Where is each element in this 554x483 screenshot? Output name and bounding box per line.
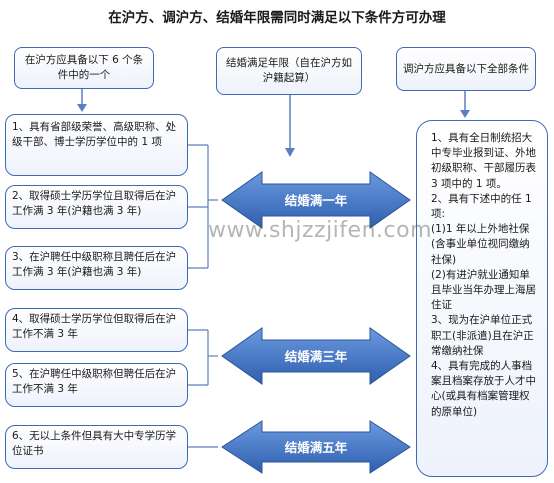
double-arrow-five-years: 结婚满五年 [221, 420, 411, 474]
left-condition-3-text: 3、在沪聘任中级职称且聘任后在沪工作满 3 年(沪籍也满 3 年) [12, 251, 177, 278]
arrow-label-three-years: 结婚满三年 [285, 349, 348, 364]
right-condition-2-2: (2)有进沪就业通知单且毕业当年办理上海居住证 [431, 268, 536, 312]
left-condition-1: 1、具有省部级荣誉、高级职称、处级干部、博士学历学位中的 1 项 [5, 114, 188, 176]
left-condition-4-text: 4、取得硕士学历学位但取得后在沪工作不满 3 年 [12, 313, 177, 340]
left-header-box: 在沪方应具备以下 6 个条件中的一个 [14, 47, 154, 89]
left-condition-4: 4、取得硕士学历学位但取得后在沪工作不满 3 年 [5, 308, 188, 352]
right-conditions-box: 1、具有全日制统招大中专毕业报到证、外地初级职称、干部履历表 3 项中的 1 项… [416, 120, 548, 477]
right-condition-4: 4、具有完成的人事档案且档案存放于人才中心(或具有档案管理权的原单位) [431, 360, 536, 418]
arrow-label-one-year: 结婚满一年 [285, 193, 348, 208]
right-header-box: 调沪方应具备以下全部条件 [396, 47, 536, 91]
double-arrow-one-year: 结婚满一年 [221, 171, 411, 229]
left-condition-2: 2、取得硕士学历学位且取得后在沪工作满 3 年(沪籍也满 3 年) [5, 185, 188, 229]
middle-header-arrowhead [285, 148, 295, 157]
right-header-arrowhead [460, 110, 470, 118]
left-condition-6: 6、无以上条件但具有大中专学历学位证书 [5, 425, 188, 469]
arrow-label-five-years: 结婚满五年 [285, 440, 348, 455]
double-arrow-three-years: 结婚满三年 [221, 327, 411, 385]
middle-header-text: 结婚满足年限（自在沪方如沪籍起算） [226, 57, 352, 84]
left-condition-1-text: 1、具有省部级荣誉、高级职称、处级干部、博士学历学位中的 1 项 [12, 121, 177, 148]
page-title: 在沪方、调沪方、结婚年限需同时满足以下条件方可办理 [108, 10, 446, 26]
right-condition-2: 2、具有下述中的任 1 项: [431, 192, 532, 221]
left-header-arrowhead [77, 104, 87, 112]
middle-header-box: 结婚满足年限（自在沪方如沪籍起算） [216, 47, 362, 95]
watermark: www.shjzzjifen.com [208, 218, 432, 243]
left-condition-5: 5、在沪聘任中级职称但聘任后在沪工作不满 3 年 [5, 363, 188, 407]
right-condition-3: 3、现为在沪单位正式职工(非派遣)且在沪正常缴纳社保 [431, 314, 534, 357]
left-condition-6-text: 6、无以上条件但具有大中专学历学位证书 [12, 430, 177, 457]
left-condition-5-text: 5、在沪聘任中级职称但聘任后在沪工作不满 3 年 [12, 368, 177, 395]
right-header-text: 调沪方应具备以下全部条件 [403, 62, 529, 75]
left-condition-3: 3、在沪聘任中级职称且聘任后在沪工作满 3 年(沪籍也满 3 年) [5, 246, 188, 290]
right-condition-1: 1、具有全日制统招大中专毕业报到证、外地初级职称、干部履历表 3 项中的 1 项… [431, 132, 536, 190]
left-condition-2-text: 2、取得硕士学历学位且取得后在沪工作满 3 年(沪籍也满 3 年) [12, 190, 177, 217]
left-header-text: 在沪方应具备以下 6 个条件中的一个 [24, 54, 144, 81]
right-condition-2-1: (1)1 年以上外地社保(含事业单位视同缴纳社保) [431, 223, 530, 266]
